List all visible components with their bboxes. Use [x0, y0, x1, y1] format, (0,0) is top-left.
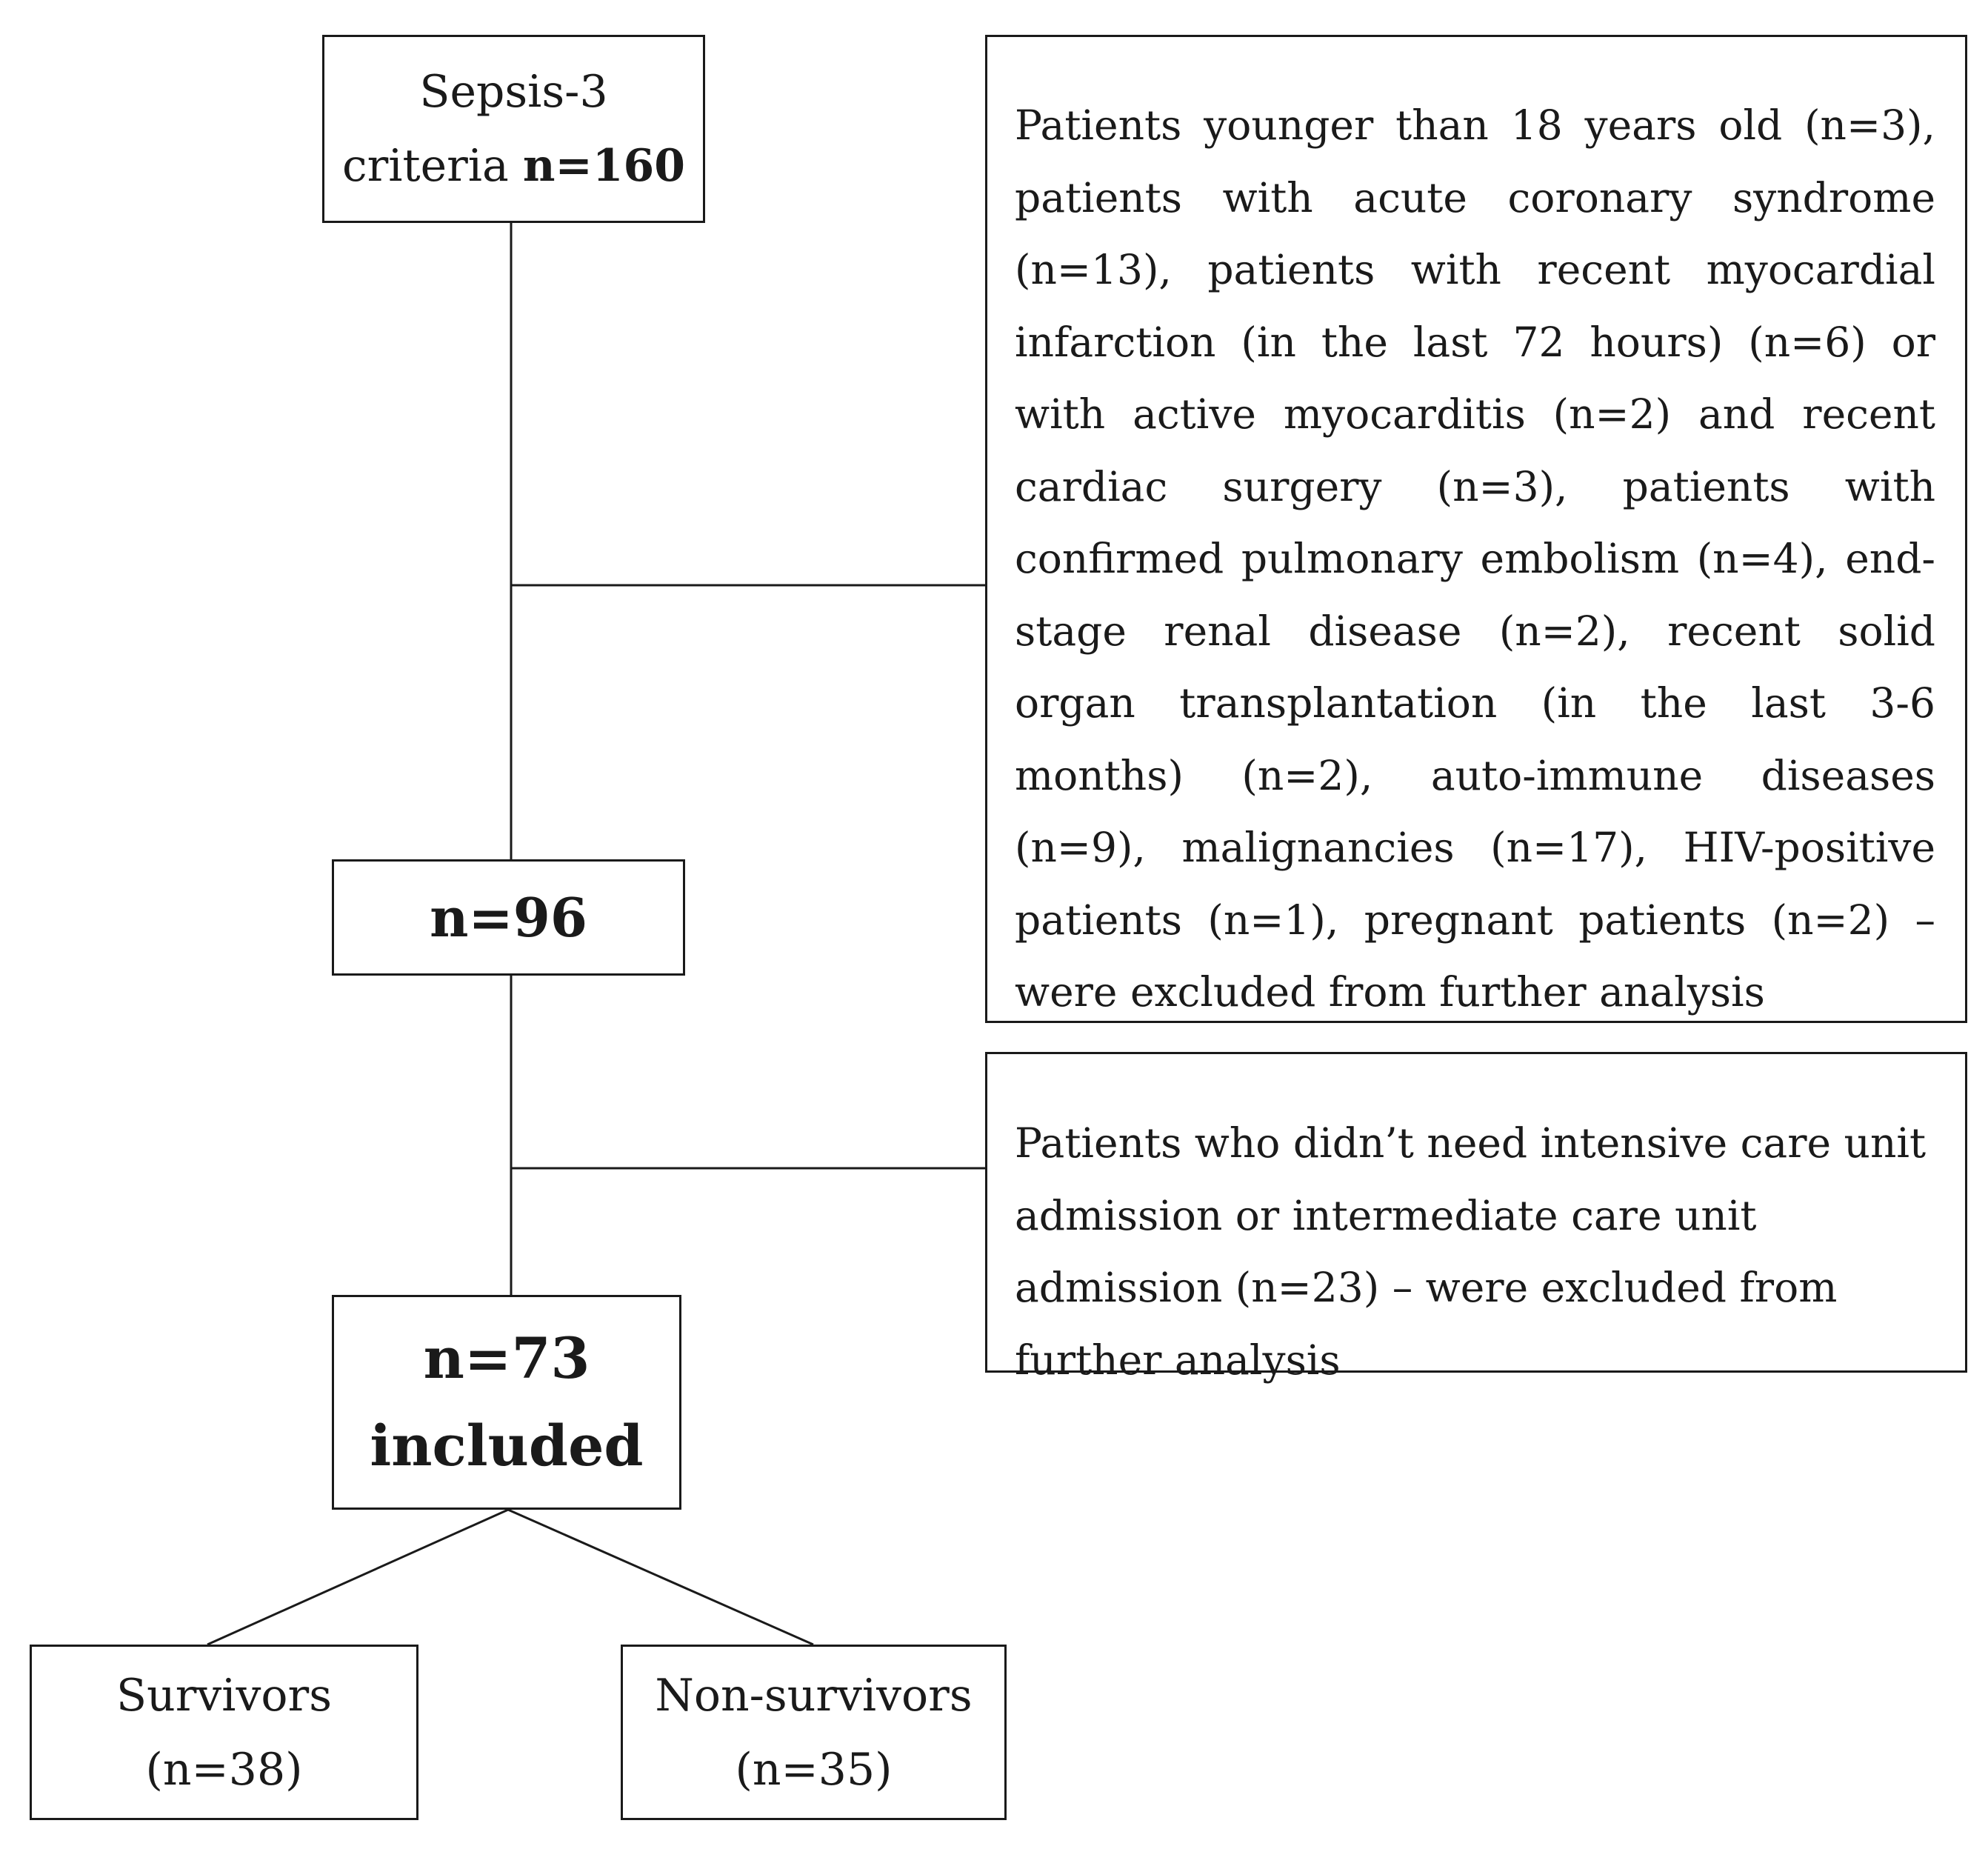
connector-included-to-survivors [207, 1508, 509, 1646]
survivors-count: (n=38) [145, 1743, 303, 1796]
included-count: n=73 [423, 1325, 590, 1391]
exclusion-text-first: Patients younger than 18 years old (n=3)… [1015, 101, 1935, 1016]
included-label: included [370, 1413, 644, 1479]
eligible-count: n=96 [430, 886, 587, 949]
eligible-box: n=96 [332, 859, 685, 976]
screening-label: Sepsis-3 [419, 66, 608, 118]
non-survivors-count: (n=35) [735, 1743, 893, 1796]
screening-box: Sepsis-3 criteria n=160 [322, 35, 705, 223]
included-box: n=73 included [332, 1295, 681, 1510]
exclusion-box-first: Patients younger than 18 years old (n=3)… [985, 35, 1967, 1023]
non-survivors-box: Non-survivors (n=35) [621, 1645, 1007, 1820]
connector-included-to-non-survivors [507, 1508, 814, 1646]
exclusion-box-second: Patients who didn’t need intensive care … [985, 1052, 1967, 1384]
screening-count: n=160 [522, 140, 685, 192]
screening-criteria-line: criteria n=160 [342, 129, 685, 203]
survivors-box: Survivors (n=38) [30, 1645, 418, 1820]
exclusion-text-second: Patients who didn’t need intensive care … [1015, 1119, 1927, 1384]
non-survivors-label: Non-survivors [655, 1669, 973, 1722]
screening-criteria-label: criteria [342, 140, 509, 192]
survivors-label: Survivors [116, 1669, 332, 1722]
